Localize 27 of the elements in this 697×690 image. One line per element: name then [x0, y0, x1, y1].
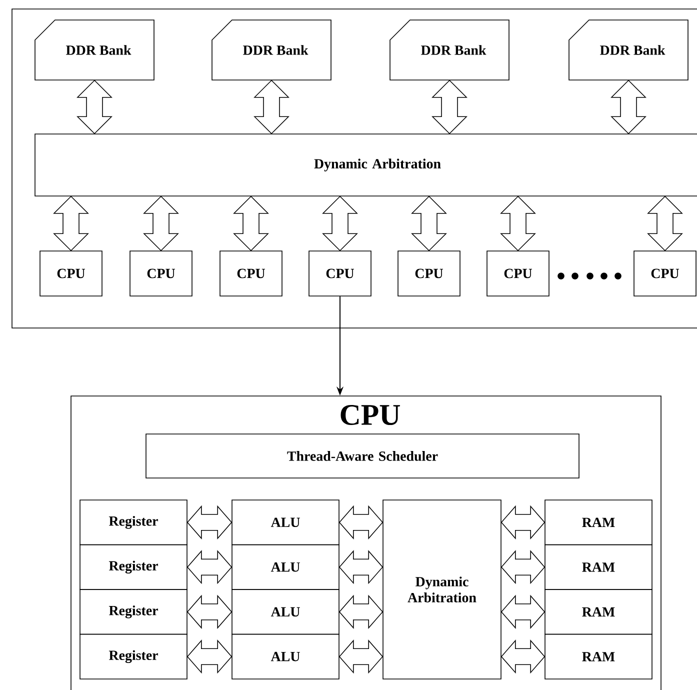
cpu-box: CPU	[398, 250, 460, 296]
ram-box: RAM	[544, 500, 652, 546]
system-box	[12, 8, 697, 328]
alu-box: ALU	[232, 634, 340, 680]
memory-bank: DDR Bank	[568, 20, 688, 80]
register-box: Register	[80, 589, 188, 635]
cpu-box: CPU	[130, 250, 192, 296]
scheduler-box: Thread-Aware Scheduler	[146, 434, 580, 478]
register-box: Register	[80, 500, 188, 546]
cpu-box: CPU	[486, 250, 550, 296]
register-box: Register	[80, 634, 188, 680]
memory-bank: DDR Bank	[34, 20, 154, 80]
register-box: Register	[80, 544, 188, 590]
cpu-box: CPU	[634, 250, 696, 296]
cpu-box: CPU	[220, 250, 282, 296]
ram-box: RAM	[544, 544, 652, 590]
alu-box: ALU	[232, 500, 340, 546]
alu-box: ALU	[232, 589, 340, 635]
cpu-box: CPU	[40, 250, 102, 296]
arbiter-box: Dynamic Arbitration	[34, 134, 697, 196]
memory-bank: DDR Bank	[390, 20, 510, 80]
arbiter-box: Dynamic Arbitration	[382, 500, 502, 680]
ram-box: RAM	[544, 589, 652, 635]
memory-bank: DDR Bank	[212, 20, 332, 80]
alu-box: ALU	[232, 544, 340, 590]
ram-box: RAM	[544, 634, 652, 680]
cpu-box: CPU	[308, 250, 372, 296]
